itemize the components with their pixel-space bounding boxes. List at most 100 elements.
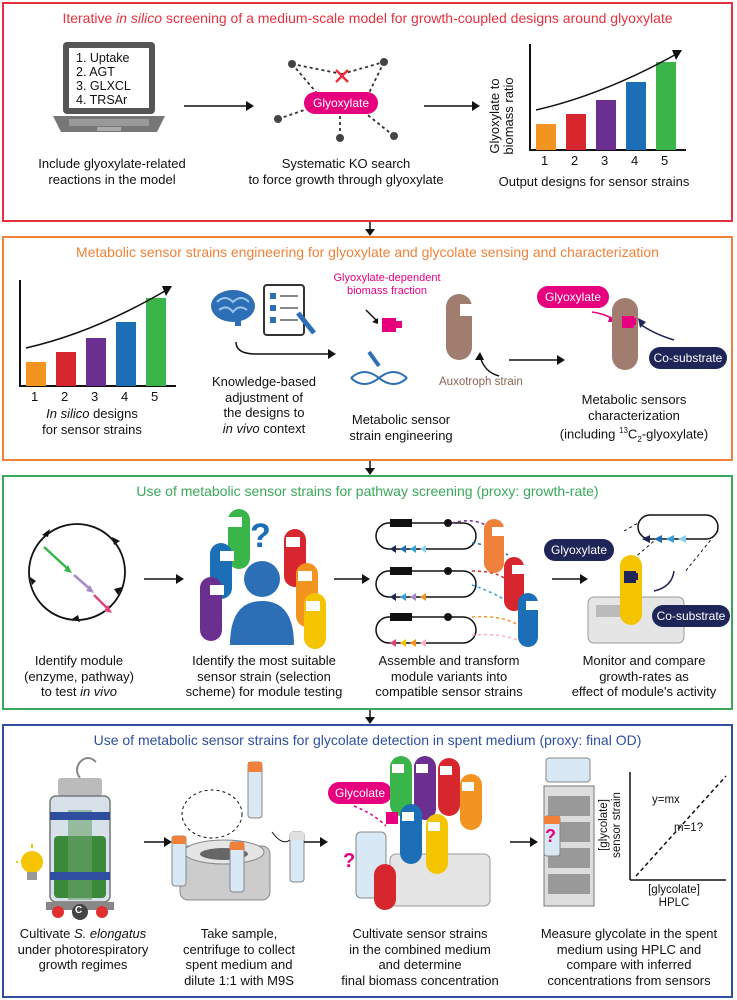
- reaction-item: 3. GLXCL: [76, 79, 131, 93]
- reaction-item: 4. TRSAr: [76, 93, 128, 107]
- pathway-cycle-diagram: [28, 523, 126, 622]
- sensor-strains-selection-icon: [200, 509, 326, 649]
- arrow-right-icon: [144, 837, 172, 847]
- puzzle-piece-icon: [365, 309, 402, 332]
- auxotroph-cell-icon: [446, 294, 474, 360]
- insilico-bar-labels: 1 2 3 4 5: [12, 389, 172, 405]
- dna-icon: [350, 350, 408, 385]
- panel-insilico-screening: Iterative in silico screening of a mediu…: [2, 2, 733, 222]
- panel3-title: Use of metabolic sensor strains for path…: [136, 483, 599, 499]
- sensor-axis-label-line1: [glycolate]: [598, 799, 610, 851]
- arrow-right-icon: [144, 574, 184, 584]
- trend-arrow: [535, 51, 681, 111]
- bar-label-3: 3: [601, 153, 609, 168]
- arrow-icon: [475, 352, 500, 377]
- trend-arrow-head: [672, 50, 682, 60]
- bar-1: [536, 124, 556, 150]
- bar-label-2: 2: [61, 389, 69, 404]
- arrow-down-icon: [365, 710, 375, 724]
- brain-icon: [211, 290, 255, 326]
- plasmid-assembly-diagram: [375, 519, 538, 647]
- bar-3: [596, 100, 616, 150]
- laptop-reaction-list: 1. Uptake 2. AGT 3. GLXCL 4. TRSAr: [76, 51, 131, 107]
- photobioreactor-icon: [16, 757, 114, 920]
- arrow-right-icon: [184, 101, 254, 111]
- arrow-right-icon: [509, 355, 565, 365]
- sensor-strains-plate-icon: [353, 756, 491, 910]
- bar-label-2: 2: [571, 153, 579, 168]
- bar-2: [56, 352, 76, 386]
- bar-label-3: 3: [91, 389, 99, 404]
- panel-pathway-screening: Use of metabolic sensor strains for path…: [2, 475, 733, 710]
- reaction-item: 2. AGT: [76, 65, 115, 79]
- bar-label-5: 5: [661, 153, 669, 168]
- caption-cultivate-elongatus: Cultivate S. elongatus under photorespir…: [17, 926, 149, 972]
- panel-glycolate-detection: Use of metabolic sensor strains for glyc…: [2, 724, 733, 998]
- sensor-axis-label-line2: sensor strain: [611, 792, 623, 858]
- caption-insilico-designs: In silico designs for sensor strains: [42, 406, 142, 437]
- ratio-axis-label-line2: biomass ratio: [501, 77, 516, 155]
- panel4-title: Use of metabolic sensor strains for glyc…: [93, 732, 642, 748]
- centrifuge-icon: [171, 761, 305, 901]
- bar-label-1: 1: [31, 389, 39, 404]
- caption-output-designs: Output designs for sensor strains: [498, 174, 690, 189]
- carbon-mark: C: [75, 905, 83, 916]
- growth-monitor-diagram: [587, 514, 719, 644]
- bar-1: [26, 362, 46, 386]
- ratio-bar-chart: [529, 44, 686, 151]
- arrow-right-icon: [510, 837, 538, 847]
- glycolate-pill: Glycolate: [328, 782, 392, 804]
- arrow-right-icon: [334, 574, 370, 584]
- slope-label: m=1?: [674, 822, 704, 834]
- bar-label-5: 5: [151, 389, 159, 404]
- arrow-right-icon: [424, 101, 480, 111]
- hplc-axis-label: [glycolate]HPLC: [648, 884, 700, 909]
- question-mark: ?: [545, 826, 556, 846]
- question-mark: ?: [250, 517, 271, 555]
- equation-label: y=mx: [652, 794, 680, 806]
- checklist-icon: [263, 284, 316, 336]
- correlation-plot: [629, 772, 727, 881]
- panel-sensor-engineering: Metabolic sensor strains engineering for…: [2, 236, 733, 461]
- ratio-axis-label-line1: Glyoxylate to: [487, 78, 502, 154]
- arrow-right-icon: [552, 574, 588, 584]
- sensor-cell-icon: [591, 298, 675, 370]
- glyoxylate-pill: Glyoxylate: [544, 539, 614, 561]
- arrow-down-icon: [365, 222, 375, 236]
- question-mark: ?: [343, 850, 356, 872]
- arrow-right-icon: [235, 341, 336, 359]
- sensor-axis-label: [glycolate] sensor strain: [596, 774, 626, 884]
- bar-label-4: 4: [121, 389, 129, 404]
- cosubstrate-pill: Co-substrate: [649, 347, 727, 369]
- caption-identify-module: Identify module(enzyme, pathway) to test…: [24, 653, 134, 699]
- arrow-down-icon: [365, 461, 375, 475]
- bar-4: [626, 82, 646, 150]
- panel1-title: Iterative in silico screening of a mediu…: [62, 10, 673, 26]
- bar-5: [146, 298, 166, 386]
- reaction-item: 1. Uptake: [76, 51, 130, 65]
- bar-label-4: 4: [631, 153, 639, 168]
- panel2-title: Metabolic sensor strains engineering for…: [76, 244, 659, 260]
- insilico-bar-chart: [19, 280, 176, 387]
- bar-label-1: 1: [541, 153, 549, 168]
- arrow-right-icon: [304, 837, 328, 847]
- bar-5: [656, 62, 676, 150]
- ratio-axis-label: Glyoxylate to biomass ratio: [482, 64, 522, 164]
- trend-arrow: [25, 287, 171, 349]
- ratio-bar-labels: 1 2 3 4 5: [524, 153, 684, 169]
- glyoxylate-pill: Glyoxylate: [537, 286, 609, 308]
- glyoxylate-node: Glyoxylate: [304, 92, 378, 114]
- bar-4: [116, 322, 136, 386]
- hplc-instrument-icon: [543, 757, 595, 907]
